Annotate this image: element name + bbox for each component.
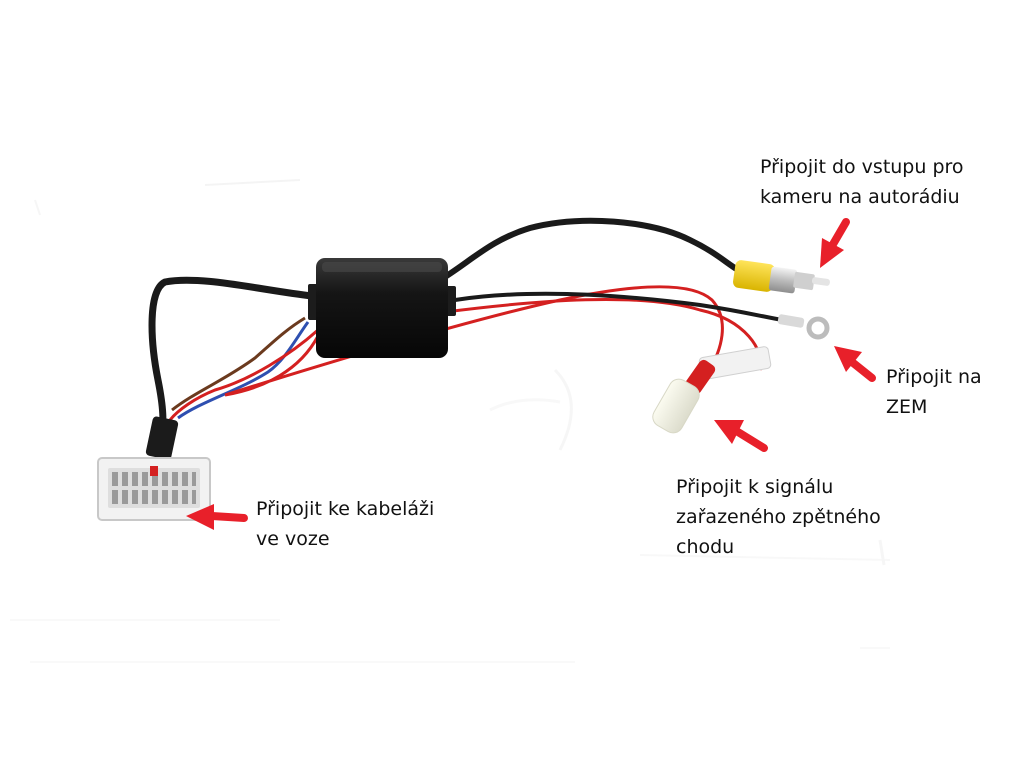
black-rca-cable: [437, 217, 741, 283]
red-signal-wire: [224, 285, 724, 397]
arrow-reverse-signal: [714, 420, 768, 452]
rca-connector: [733, 260, 830, 294]
callout-ground-line1: Připojit na: [886, 366, 982, 388]
callout-reverse-signal: Připojit k signálu zařazeného zpětného c…: [676, 472, 881, 562]
harness-wire-bundle: [145, 276, 319, 460]
callout-camera-input-line1: Připojit do vstupu pro: [760, 156, 964, 178]
red-signal-wire-2: [444, 297, 763, 371]
bullet-connector: [652, 346, 772, 434]
harness-connector: [97, 457, 211, 521]
black-ground-wire: [454, 291, 783, 322]
callout-camera-input-line2: kameru na autorádiu: [760, 186, 960, 208]
arrow-camera-input: [820, 218, 850, 268]
callout-reverse-signal-line1: Připojit k signálu: [676, 476, 834, 498]
callout-ground-line2: ZEM: [886, 396, 928, 418]
arrow-car-harness: [186, 504, 248, 530]
callout-ground: Připojit na ZEM: [886, 362, 982, 422]
callout-camera-input: Připojit do vstupu pro kameru na autorád…: [760, 152, 964, 212]
filter-box: [308, 258, 456, 358]
callout-reverse-signal-line2: zařazeného zpětného: [676, 506, 881, 528]
callout-car-harness: Připojit ke kabeláži ve voze: [256, 494, 434, 554]
callout-reverse-signal-line3: chodu: [676, 536, 735, 558]
callout-car-harness-line1: Připojit ke kabeláži: [256, 498, 435, 520]
callout-car-harness-line2: ve voze: [256, 528, 330, 550]
arrow-ground: [834, 346, 876, 382]
ring-terminal: [777, 314, 830, 340]
background-ghost-marks: [10, 179, 891, 663]
